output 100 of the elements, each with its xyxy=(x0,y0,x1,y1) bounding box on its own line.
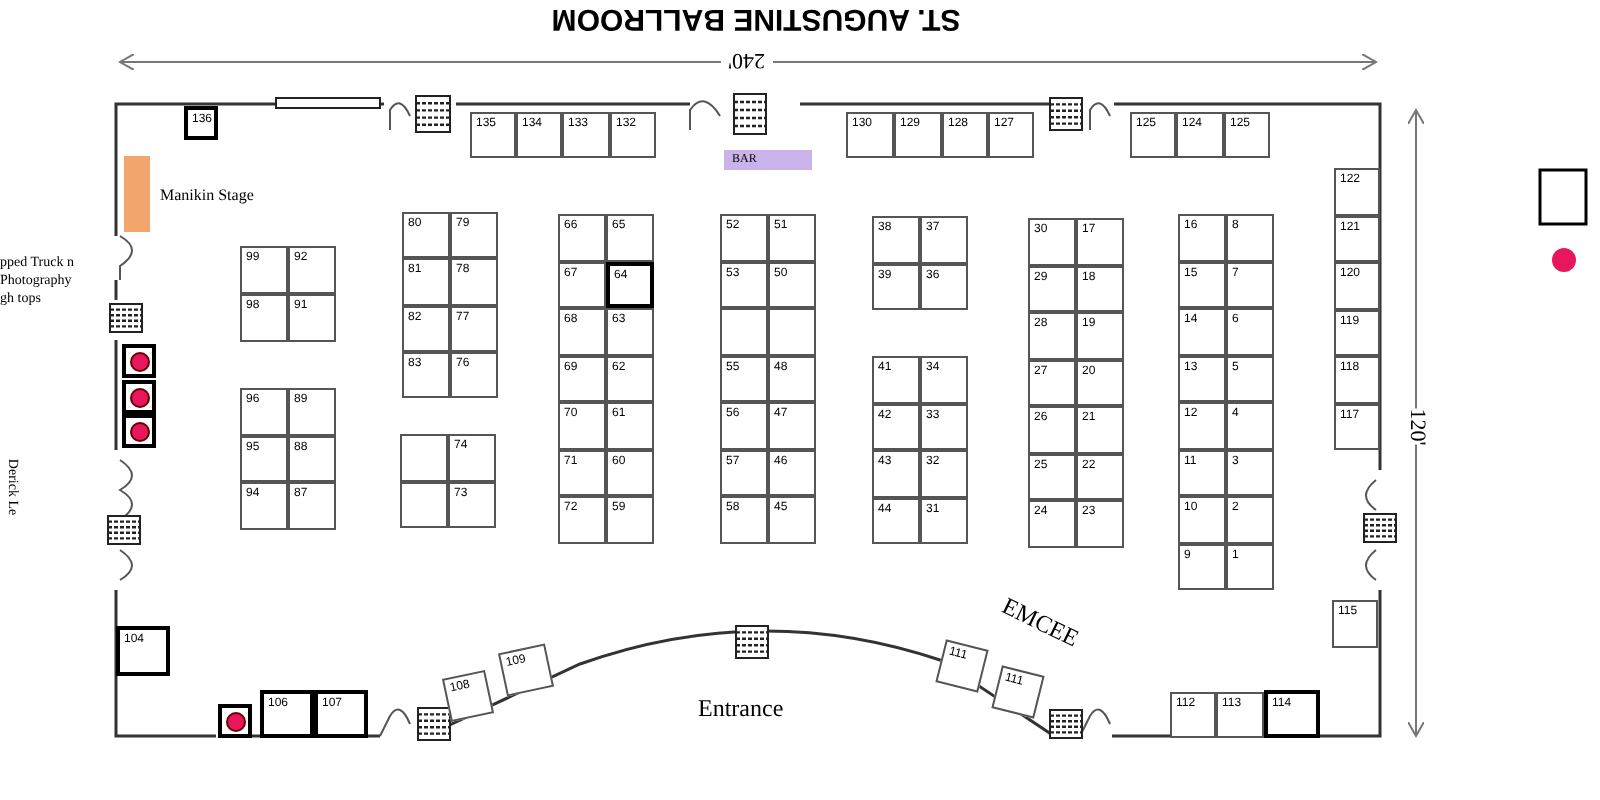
marked-booth xyxy=(122,414,156,448)
booth xyxy=(920,356,968,403)
dimension-label: 240' xyxy=(720,48,773,70)
booth xyxy=(1226,261,1274,308)
marked-booth xyxy=(218,704,252,738)
marked-booth xyxy=(122,380,156,414)
booth xyxy=(1028,359,1076,406)
booth xyxy=(942,112,988,158)
booth xyxy=(402,305,450,352)
booth xyxy=(1028,218,1076,265)
booth xyxy=(768,355,816,402)
booth xyxy=(1028,500,1076,547)
booth xyxy=(872,403,920,450)
booth xyxy=(872,216,920,263)
booth xyxy=(240,388,288,435)
booth xyxy=(720,402,768,449)
booth xyxy=(1224,112,1270,158)
booth xyxy=(988,112,1034,158)
booth xyxy=(768,261,816,308)
stage-bar xyxy=(124,156,150,232)
booth xyxy=(1176,112,1224,158)
booth xyxy=(260,690,314,738)
booth xyxy=(606,496,654,543)
booth xyxy=(1076,218,1124,265)
booth xyxy=(606,355,654,402)
booth xyxy=(606,449,654,496)
booth xyxy=(558,261,606,308)
booth xyxy=(402,258,450,306)
booth xyxy=(920,450,968,497)
booth xyxy=(1076,312,1124,359)
booth xyxy=(558,355,606,402)
booth xyxy=(1332,600,1378,648)
title: ST. AUGUSTINE BALLROOM xyxy=(549,4,963,34)
booth xyxy=(872,497,920,544)
booth xyxy=(606,402,654,449)
booth xyxy=(720,496,768,543)
booth xyxy=(1226,355,1274,402)
booth xyxy=(1334,168,1380,215)
booth xyxy=(1178,214,1226,261)
booth xyxy=(116,626,170,676)
booth xyxy=(1130,112,1176,158)
booth xyxy=(610,112,656,158)
booth xyxy=(935,639,989,693)
booth xyxy=(1028,406,1076,453)
booth xyxy=(1178,449,1226,496)
booth xyxy=(920,263,968,310)
booth xyxy=(450,212,498,259)
booth xyxy=(1076,359,1124,406)
booth xyxy=(720,355,768,402)
booth xyxy=(872,356,920,403)
booth xyxy=(1028,453,1076,500)
booth xyxy=(558,402,606,449)
booth xyxy=(1226,308,1274,355)
booth xyxy=(768,214,816,261)
booth xyxy=(516,112,562,158)
booth xyxy=(562,112,610,158)
booth xyxy=(894,112,942,158)
booth xyxy=(558,496,606,543)
booth xyxy=(1264,690,1320,738)
booth xyxy=(768,496,816,543)
booth xyxy=(1178,543,1226,590)
booth xyxy=(1076,500,1124,547)
booth xyxy=(450,351,498,399)
booth xyxy=(448,481,496,528)
booth xyxy=(606,214,654,261)
booth xyxy=(606,261,654,308)
booth xyxy=(441,669,495,723)
booth xyxy=(314,690,368,738)
booth xyxy=(240,435,288,482)
booth xyxy=(184,106,218,140)
booth xyxy=(1028,265,1076,312)
bar-area xyxy=(724,150,812,170)
booth xyxy=(1226,496,1274,543)
booth xyxy=(448,434,496,481)
booth xyxy=(720,214,768,261)
booth xyxy=(991,665,1045,719)
booth xyxy=(1028,312,1076,359)
booth xyxy=(1076,265,1124,312)
booth xyxy=(1076,406,1124,453)
booth xyxy=(1226,402,1274,449)
booth xyxy=(606,308,654,355)
booth xyxy=(1226,543,1274,590)
booth xyxy=(450,305,498,352)
booth xyxy=(402,212,450,259)
booth xyxy=(920,497,968,544)
booth xyxy=(920,403,968,450)
booth xyxy=(288,482,336,529)
booth xyxy=(1334,356,1380,403)
marked-booth xyxy=(122,344,156,378)
booth xyxy=(558,449,606,496)
booth xyxy=(1334,262,1380,309)
booth xyxy=(402,351,450,399)
booth xyxy=(768,402,816,449)
booth xyxy=(1334,403,1380,450)
booth xyxy=(240,294,288,342)
stage-label: Manikin Stage xyxy=(160,188,254,204)
booth xyxy=(768,449,816,496)
booth xyxy=(846,112,894,158)
booth xyxy=(240,246,288,294)
booth xyxy=(558,308,606,355)
